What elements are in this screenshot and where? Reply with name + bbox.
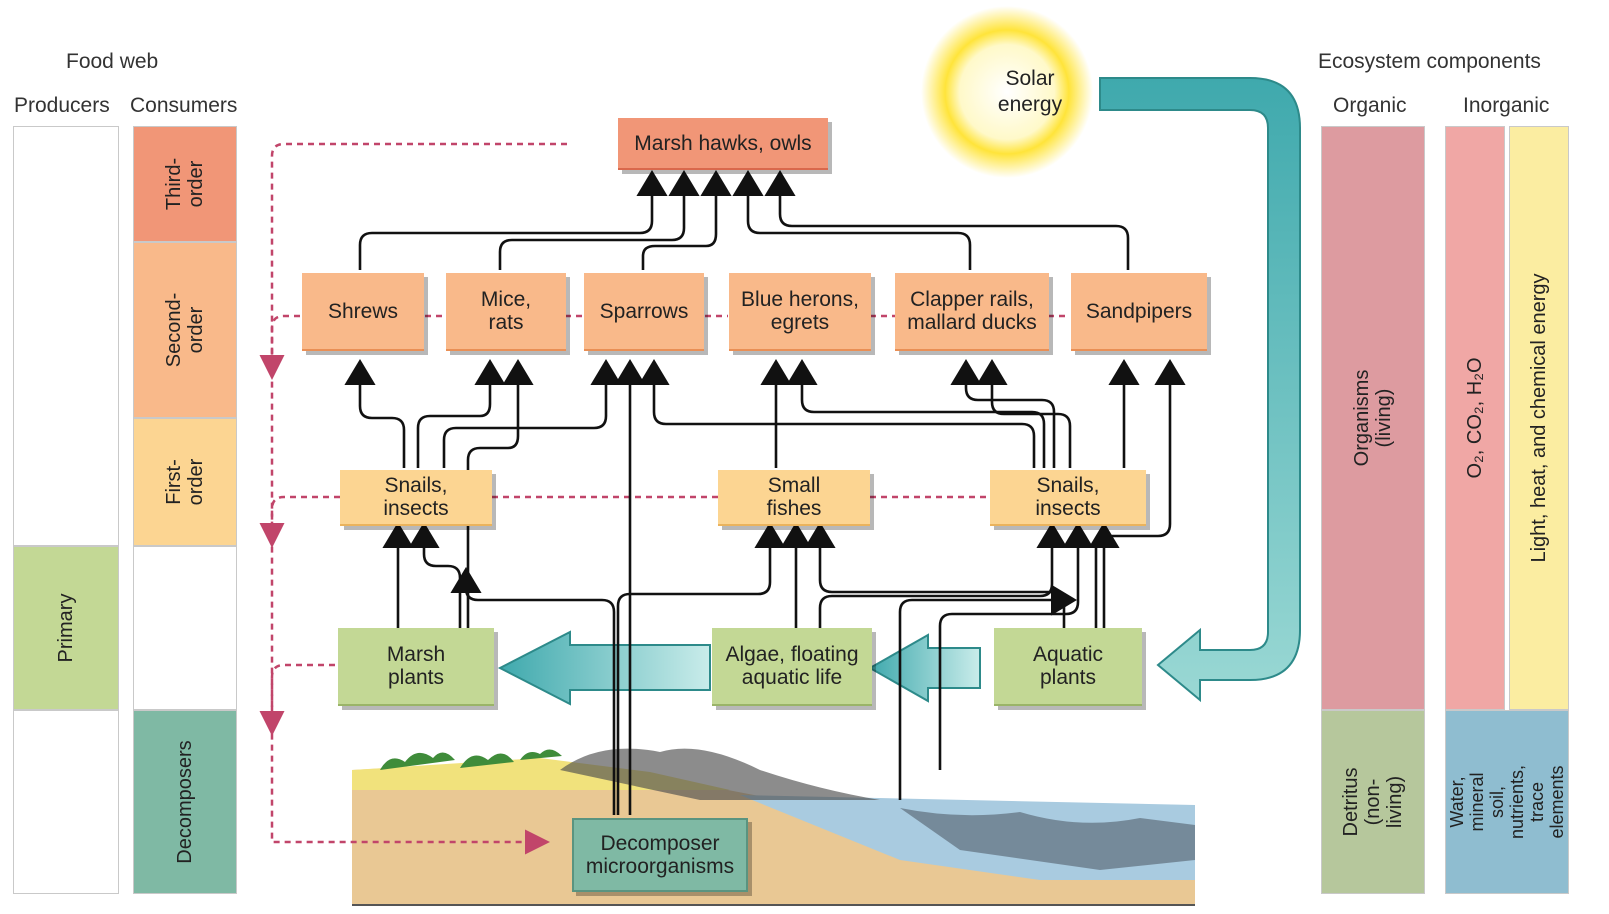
node-aquatic-plants: Aquatic plants <box>994 628 1142 706</box>
detritus-arrows <box>259 142 1070 855</box>
node-snails-insects-right: Snails, insects <box>990 470 1146 526</box>
aquatic-to-algae-arrow <box>867 633 981 703</box>
producers-column-top <box>13 126 119 546</box>
node-small-fishes: Small fishes <box>718 470 870 526</box>
node-blue-herons-egrets: Blue herons, egrets <box>729 273 871 351</box>
marsh-landscape <box>352 748 1195 906</box>
organic-header: Organic <box>1333 94 1407 117</box>
consumers-blank-band <box>133 546 237 710</box>
second-order-band: Second- order <box>133 242 237 418</box>
producers-column-bottom <box>13 710 119 894</box>
ecosystem-components-header: Ecosystem components <box>1318 50 1541 73</box>
water-band: Water, mineral soil, nutrients, trace el… <box>1445 710 1569 894</box>
feeding-arrows <box>344 170 1186 815</box>
first-order-band: First- order <box>133 418 237 546</box>
food-web-header: Food web <box>66 50 159 73</box>
consumers-header: Consumers <box>130 94 238 117</box>
node-marsh-hawks-owls: Marsh hawks, owls <box>618 118 828 170</box>
node-marsh-plants: Marsh plants <box>338 628 494 706</box>
node-decomposer-microorganisms: Decomposer microorganisms <box>572 818 748 892</box>
energy-band: Light, heat, and chemical energy <box>1509 126 1569 710</box>
third-order-band: Third- order <box>133 126 237 242</box>
node-algae-floating-aquatic-life: Algae, floating aquatic life <box>712 628 872 706</box>
inorganic-header: Inorganic <box>1463 94 1550 117</box>
node-snails-insects-left: Snails, insects <box>340 470 492 526</box>
producers-primary-band: Primary <box>13 546 119 710</box>
node-sandpipers: Sandpipers <box>1071 273 1207 351</box>
node-clapper-rails-mallard-ducks: Clapper rails, mallard ducks <box>895 273 1049 351</box>
node-mice-rats: Mice, rats <box>446 273 566 351</box>
organisms-band: Organisms (living) <box>1321 126 1425 710</box>
node-shrews: Shrews <box>302 273 424 351</box>
producers-header: Producers <box>14 94 110 117</box>
algae-to-marsh-arrow <box>497 630 711 706</box>
decomposers-band: Decomposers <box>133 710 237 894</box>
gases-band: O₂, CO₂, H₂O <box>1445 126 1505 710</box>
detritus-band: Detritus (non-living) <box>1321 710 1425 894</box>
node-sparrows: Sparrows <box>584 273 704 351</box>
solar-energy-arrow <box>1099 77 1301 703</box>
solar-energy-label: Solar energy <box>997 67 1063 116</box>
sun-icon <box>921 6 1093 178</box>
